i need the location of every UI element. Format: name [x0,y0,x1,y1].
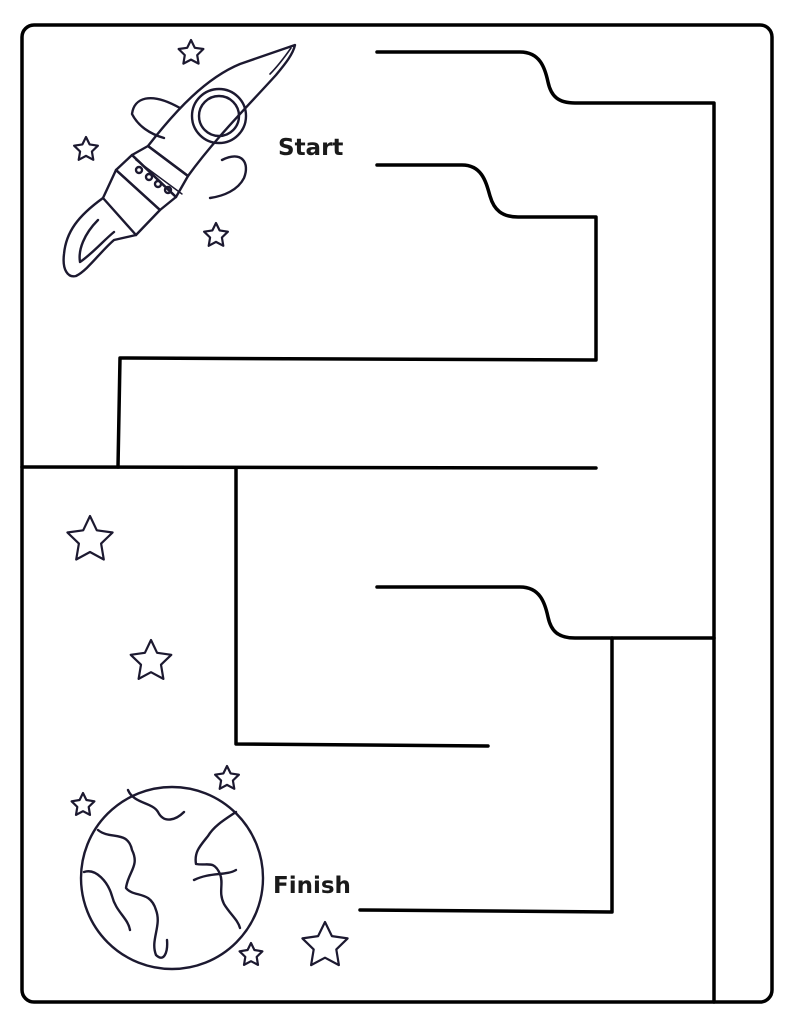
maze-wall-inner-column [234,466,490,748]
stars [66,38,349,967]
maze-wall-top-lane [375,50,716,1004]
page-border [20,23,774,1004]
maze-wall-second-lane [116,163,598,469]
star-icon [70,791,96,817]
finish-label: Finish [273,873,351,899]
maze-walls [20,50,716,1004]
maze-wall-divider [20,465,598,470]
star-icon [177,38,205,65]
star-icon [72,135,100,161]
earth-icon [79,785,265,971]
star-icon [214,764,240,790]
maze-wall-finish-lane [358,636,614,914]
rocket-icon [62,43,297,278]
start-label: Start [278,135,344,161]
star-icon [129,638,173,681]
star-icon [66,514,114,561]
star-icon [238,941,264,967]
maze-wall-lower-lane [375,585,716,640]
star-icon [301,920,349,967]
star-icon [203,221,229,247]
